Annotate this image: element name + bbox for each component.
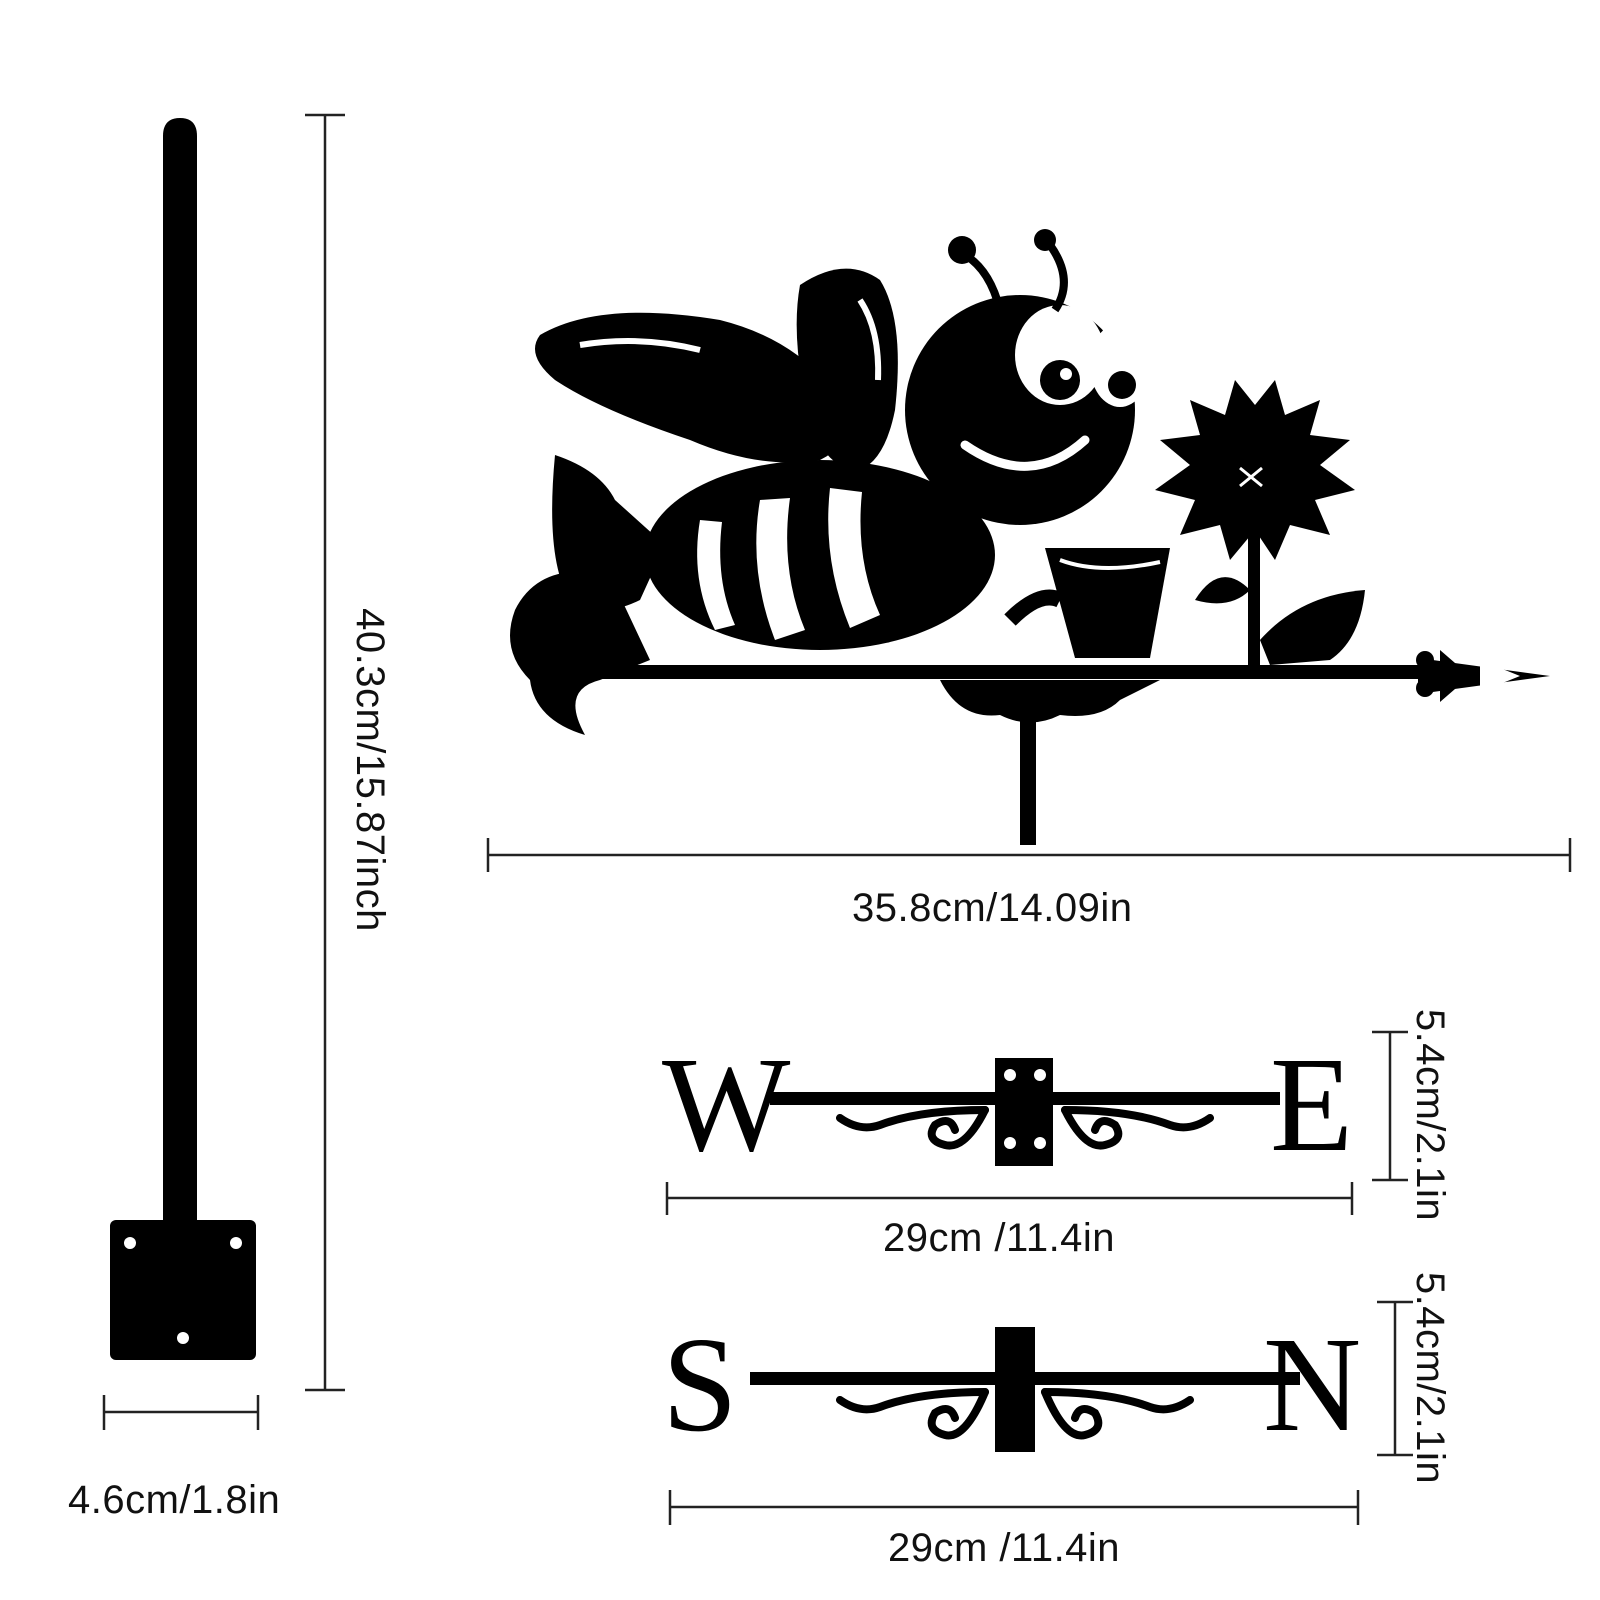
south-north-scrollwork	[836, 1388, 1194, 1440]
south-north-hub	[995, 1327, 1035, 1452]
west-east-height-label: 5.4cm/2.1in	[1408, 1008, 1452, 1222]
west-east-scrollwork	[836, 1106, 1214, 1150]
pole-height-dimension	[305, 113, 345, 1392]
bee-weathervane	[510, 229, 1550, 845]
pole-mount-plate	[110, 1220, 256, 1360]
vane-width-dimension	[486, 838, 1572, 872]
south-letter: S	[662, 1310, 738, 1460]
east-letter: E	[1270, 1030, 1353, 1180]
west-letter: W	[662, 1030, 791, 1180]
south-north-direction-bar	[750, 1327, 1300, 1452]
west-east-width-dimension	[665, 1182, 1354, 1215]
pole-height-label: 40.3cm/15.87inch	[348, 608, 392, 932]
south-north-height-label: 5.4cm/2.1in	[1408, 1271, 1452, 1485]
vane-width-label: 35.8cm/14.09in	[852, 886, 1133, 930]
base-width-dimension	[102, 1395, 260, 1430]
west-east-height-dimension	[1372, 1030, 1408, 1182]
west-east-direction-bar	[770, 1058, 1280, 1166]
west-east-width-label: 29cm /11.4in	[883, 1216, 1116, 1260]
pole	[110, 118, 256, 1360]
base-width-label: 4.6cm/1.8in	[68, 1478, 281, 1522]
south-north-height-dimension	[1377, 1300, 1413, 1457]
north-letter: N	[1263, 1310, 1361, 1460]
south-north-width-dimension	[668, 1490, 1360, 1525]
south-north-width-label: 29cm /11.4in	[888, 1526, 1121, 1570]
